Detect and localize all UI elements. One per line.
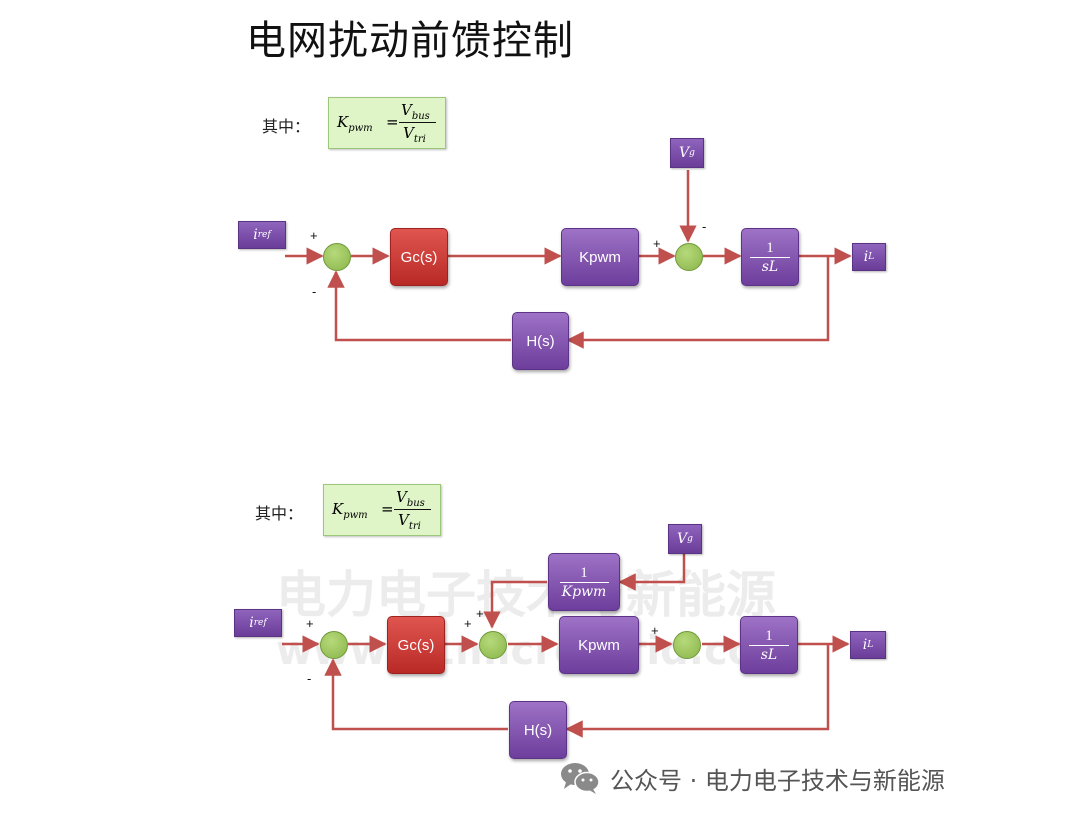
gc-block: Gc(s) — [387, 616, 445, 674]
note-label: 其中： — [262, 117, 311, 136]
sign-minus: - — [312, 284, 317, 299]
formula-numerator: Vbus — [401, 101, 430, 122]
summing-junction — [320, 631, 348, 659]
feedback-block: H(s) — [512, 312, 569, 370]
footer: 公众号 · 电力电子技术与新能源 — [560, 760, 945, 796]
note-label: 其中： — [255, 504, 304, 523]
wechat-icon — [561, 763, 600, 794]
formula-box: Kpwm = Vbus Vtri — [328, 97, 446, 149]
sign-plus: + — [476, 606, 484, 621]
wire-feedback-left-1 — [327, 270, 511, 342]
kpwm-block: Kpwm — [561, 228, 639, 286]
summing-junction — [323, 243, 351, 271]
sign-plus: + — [310, 228, 318, 243]
formula-lhs: Kpwm — [337, 113, 373, 134]
formula-equals: = — [386, 113, 399, 131]
wire-feedback-right-2 — [565, 644, 830, 738]
formula-box: Kpwm = Vbus Vtri — [323, 484, 441, 536]
sign-plus: + — [653, 236, 661, 251]
formula-denominator: Vtri — [398, 511, 421, 532]
page-title: 电网扰动前馈控制 — [246, 18, 574, 64]
formula-fraction-bar — [394, 509, 431, 510]
summing-junction — [479, 631, 507, 659]
watermark-text: 电力电子技术与新能源 — [276, 566, 776, 624]
watermark-url: www.21micro-grid.com — [276, 628, 797, 674]
feedback-block: H(s) — [509, 701, 567, 759]
wire-feedback-left-2 — [324, 658, 508, 731]
sign-plus: + — [464, 616, 472, 631]
sign-plus: + — [306, 616, 314, 631]
sign-minus: - — [307, 671, 312, 686]
formula-equals: = — [381, 500, 394, 518]
wire-ff-sum2-2 — [483, 580, 547, 629]
wire-vg-ff-2 — [618, 553, 686, 591]
summing-junction — [673, 631, 701, 659]
kpwm-block: Kpwm — [559, 616, 639, 674]
formula-fraction-bar — [399, 122, 436, 123]
formula-lhs: Kpwm — [332, 500, 368, 521]
formula-denominator: Vtri — [403, 124, 426, 145]
formula-numerator: Vbus — [396, 488, 425, 509]
wire-feedback-right-1 — [566, 256, 830, 349]
footer-text: 公众号 · 电力电子技术与新能源 — [610, 766, 945, 795]
gc-block: Gc(s) — [390, 228, 448, 286]
sign-minus: - — [702, 219, 707, 234]
summing-junction — [675, 243, 703, 271]
sign-plus: + — [651, 623, 659, 638]
